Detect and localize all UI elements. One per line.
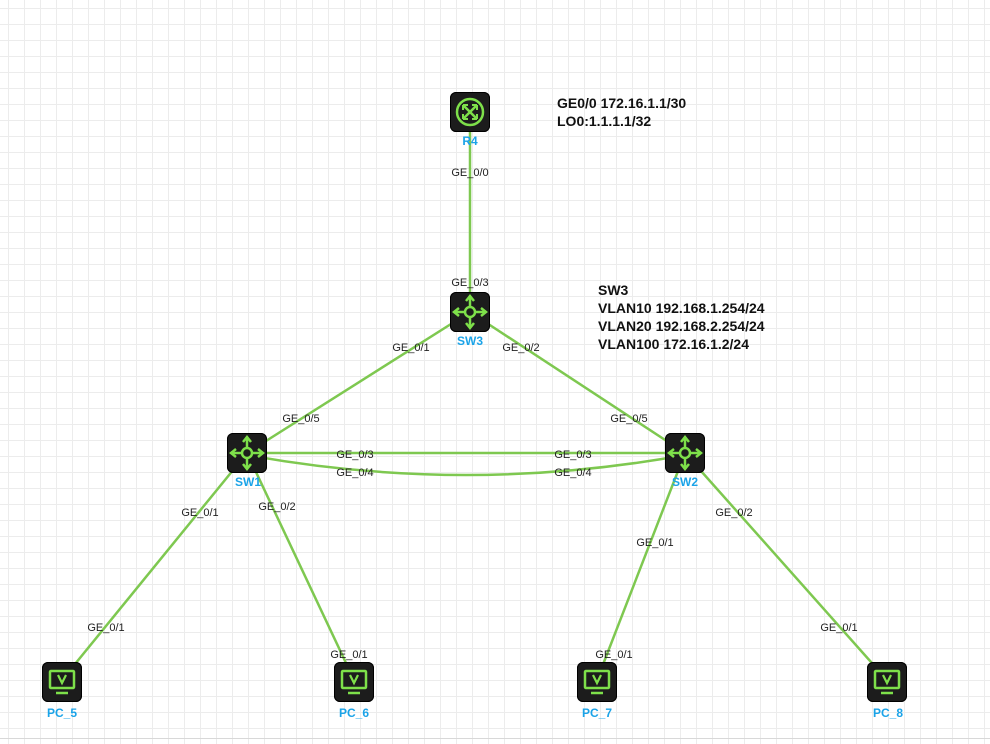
port-label: GE_0/1 — [330, 649, 368, 661]
port-label: GE_0/3 — [554, 449, 592, 461]
sw3-note-line: VLAN10 192.168.1.254/24 — [598, 300, 765, 316]
device-label-sw2: SW2 — [671, 475, 699, 489]
port-label: GE_0/0 — [451, 167, 489, 179]
port-label: GE_0/2 — [715, 507, 753, 519]
monitor-icon — [340, 669, 368, 695]
r4-config-note: GE0/0 172.16.1.1/30 LO0:1.1.1.1/32 — [557, 94, 686, 130]
device-label-pc8: PC_8 — [872, 706, 904, 720]
sw3-note-line: VLAN20 192.168.2.254/24 — [598, 318, 765, 334]
link-sw2-pc7[interactable] — [595, 452, 687, 681]
switch-icon — [666, 434, 704, 472]
port-label: GE_0/5 — [282, 413, 320, 425]
device-label-pc7: PC_7 — [581, 706, 613, 720]
device-label-sw3: SW3 — [456, 334, 484, 348]
link-sw1-sw2-ge04[interactable] — [246, 453, 686, 477]
monitor-icon — [873, 669, 901, 695]
link-sw3-sw2[interactable] — [469, 310, 686, 455]
device-label-sw1: SW1 — [234, 475, 262, 489]
switch-sw1[interactable] — [227, 433, 267, 473]
pc-pc5[interactable] — [42, 662, 82, 702]
sw3-config-note: SW3 VLAN10 192.168.1.254/24 VLAN20 192.1… — [598, 281, 765, 353]
port-label: GE_0/1 — [87, 622, 125, 634]
port-label: GE_0/1 — [820, 622, 858, 634]
monitor-icon — [583, 669, 611, 695]
router-icon — [455, 97, 485, 127]
sw3-note-line: SW3 — [598, 282, 629, 298]
switch-sw2[interactable] — [665, 433, 705, 473]
device-label-r4: R4 — [462, 134, 478, 148]
port-label: GE_0/4 — [554, 467, 592, 479]
device-label-pc5: PC_5 — [46, 706, 78, 720]
port-label: GE_0/1 — [181, 507, 219, 519]
canvas-divider — [0, 738, 990, 739]
port-label: GE_0/1 — [636, 537, 674, 549]
port-label: GE_0/5 — [610, 413, 648, 425]
switch-icon — [228, 434, 266, 472]
r4-note-line: GE0/0 172.16.1.1/30 — [557, 95, 687, 111]
link-sw3-sw1[interactable] — [246, 310, 471, 455]
link-sw1-pc5[interactable] — [61, 452, 248, 681]
port-label: GE_0/2 — [502, 342, 540, 354]
port-label: GE_0/2 — [258, 501, 296, 513]
link-sw2-pc8[interactable] — [684, 452, 888, 681]
port-label: GE_0/1 — [595, 649, 633, 661]
pc-pc7[interactable] — [577, 662, 617, 702]
r4-note-line: LO0:1.1.1.1/32 — [557, 113, 652, 129]
port-label: GE_0/3 — [451, 277, 489, 289]
sw3-note-line: VLAN100 172.16.1.2/24 — [598, 336, 749, 352]
link-sw1-pc6[interactable] — [245, 452, 356, 681]
port-label: GE_0/1 — [392, 342, 430, 354]
switch-sw3[interactable] — [450, 292, 490, 332]
port-label: GE_0/4 — [336, 467, 374, 479]
pc-pc6[interactable] — [334, 662, 374, 702]
device-label-pc6: PC_6 — [338, 706, 370, 720]
monitor-icon — [48, 669, 76, 695]
switch-icon — [451, 293, 489, 331]
port-label: GE_0/3 — [336, 449, 374, 461]
router-r4[interactable] — [450, 92, 490, 132]
pc-pc8[interactable] — [867, 662, 907, 702]
